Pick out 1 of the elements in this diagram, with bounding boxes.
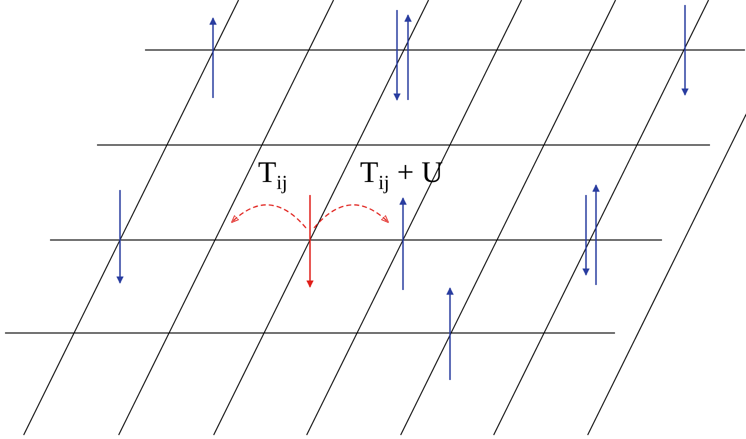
hopping-label: T$_{ij}$ <box>258 158 288 193</box>
